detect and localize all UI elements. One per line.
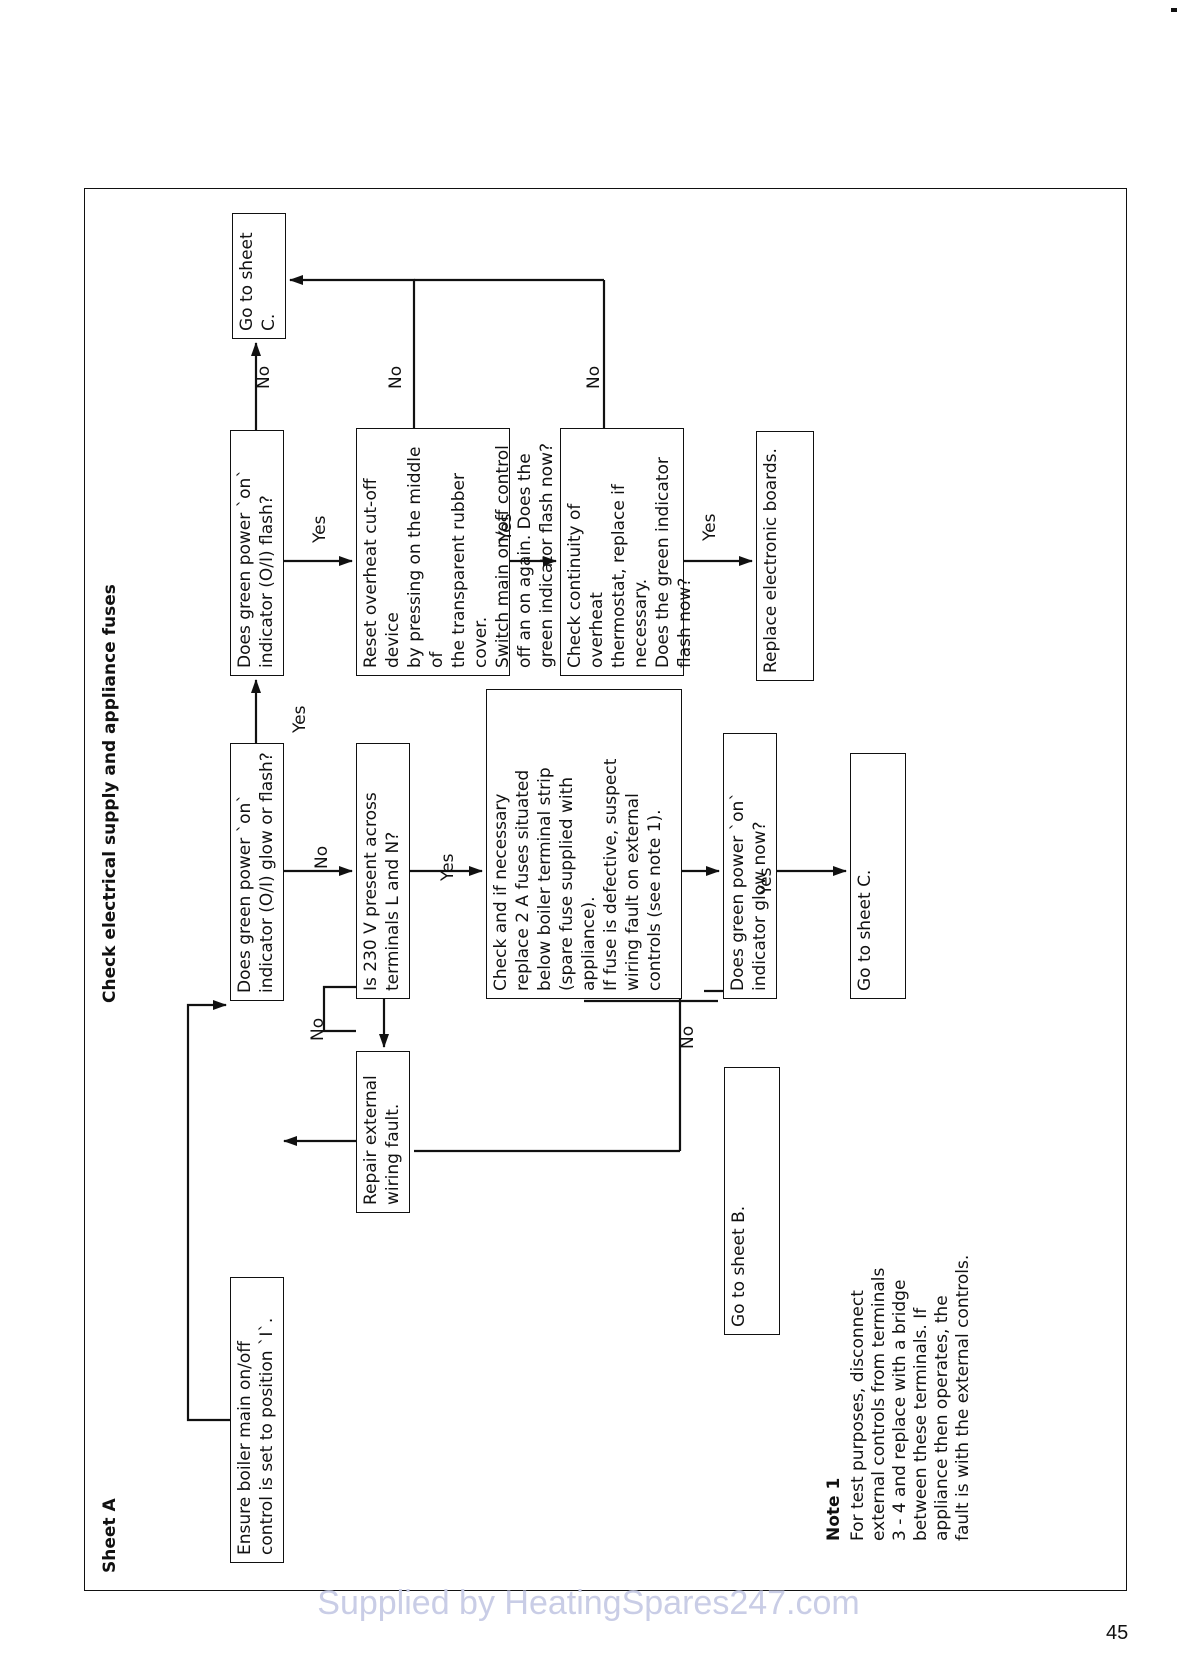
box-glow-now: Does green power `on` indicator glow now… <box>723 733 777 999</box>
label-yes-4: Yes <box>310 515 330 543</box>
box-check-fuses: Check and if necessary replace 2 A fuses… <box>486 689 682 999</box>
box-reset-overheat: Reset overheat cut-off device by pressin… <box>356 428 557 676</box>
sheet-heading: Check electrical supply and appliance fu… <box>100 584 120 1003</box>
box-flash: Does green power `on` indicator (O/I) fl… <box>230 430 284 676</box>
box-glow-or-flash: Does green power `on` indicator (O/I) gl… <box>230 743 284 1001</box>
arrow-ensure-up <box>186 1000 230 1422</box>
label-yes-1: Yes <box>290 705 310 733</box>
label-no-6: No <box>584 365 604 389</box>
box-replace-boards: Replace electronic boards. <box>756 431 814 681</box>
sheet-label: Sheet A <box>100 1498 120 1573</box>
label-no-5: No <box>386 365 406 389</box>
label-yes-6: Yes <box>700 513 720 541</box>
note-body: For test purposes, disconnect external c… <box>848 1254 973 1541</box>
box-goto-sheet-c-lower: Go to sheet C. <box>850 753 906 999</box>
diagram-frame <box>84 188 1127 1591</box>
box-goto-sheet-c-top: Go to sheet C. <box>232 213 286 339</box>
arrow-reset-no <box>289 275 416 428</box>
box-check-continuity: Check continuity of overheat thermostat,… <box>560 428 695 676</box>
label-yes-3: Yes <box>756 867 776 895</box>
label-yes-2: Yes <box>438 853 458 881</box>
watermark-text: Supplied by HeatingSpares247.com <box>317 1584 860 1622</box>
box-230v-present: Is 230 V present across terminals L and … <box>356 743 410 999</box>
label-no-4: No <box>254 365 274 389</box>
flowchart-canvas: Sheet A Check electrical supply and appl… <box>84 188 1127 1591</box>
box-repair-wiring: Repair external wiring fault. <box>356 1051 410 1213</box>
label-no-1: No <box>308 1017 328 1041</box>
box-ensure-position: Ensure boiler main on/off control is set… <box>230 1277 284 1563</box>
note-title: Note 1 <box>824 1477 844 1541</box>
box-goto-sheet-b: Go to sheet B. <box>724 1067 780 1335</box>
arrow-v230-no <box>322 985 356 1033</box>
page-number: 45 <box>1106 1622 1129 1644</box>
label-no-3: No <box>678 1025 698 1049</box>
corner-mark <box>1171 8 1177 12</box>
label-no-2: No <box>312 845 332 869</box>
label-yes-5: Yes <box>496 513 516 541</box>
